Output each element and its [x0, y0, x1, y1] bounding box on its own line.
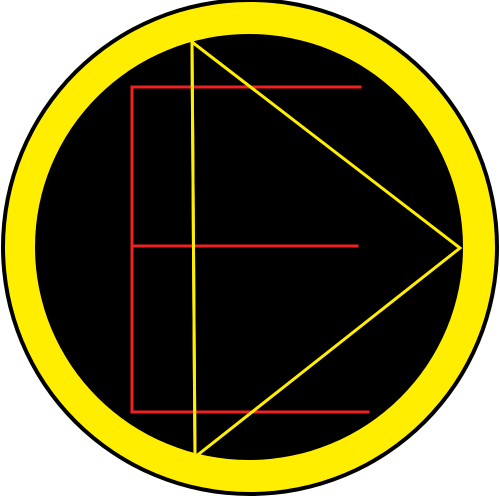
play-triangle-left-edge — [190, 41, 197, 458]
